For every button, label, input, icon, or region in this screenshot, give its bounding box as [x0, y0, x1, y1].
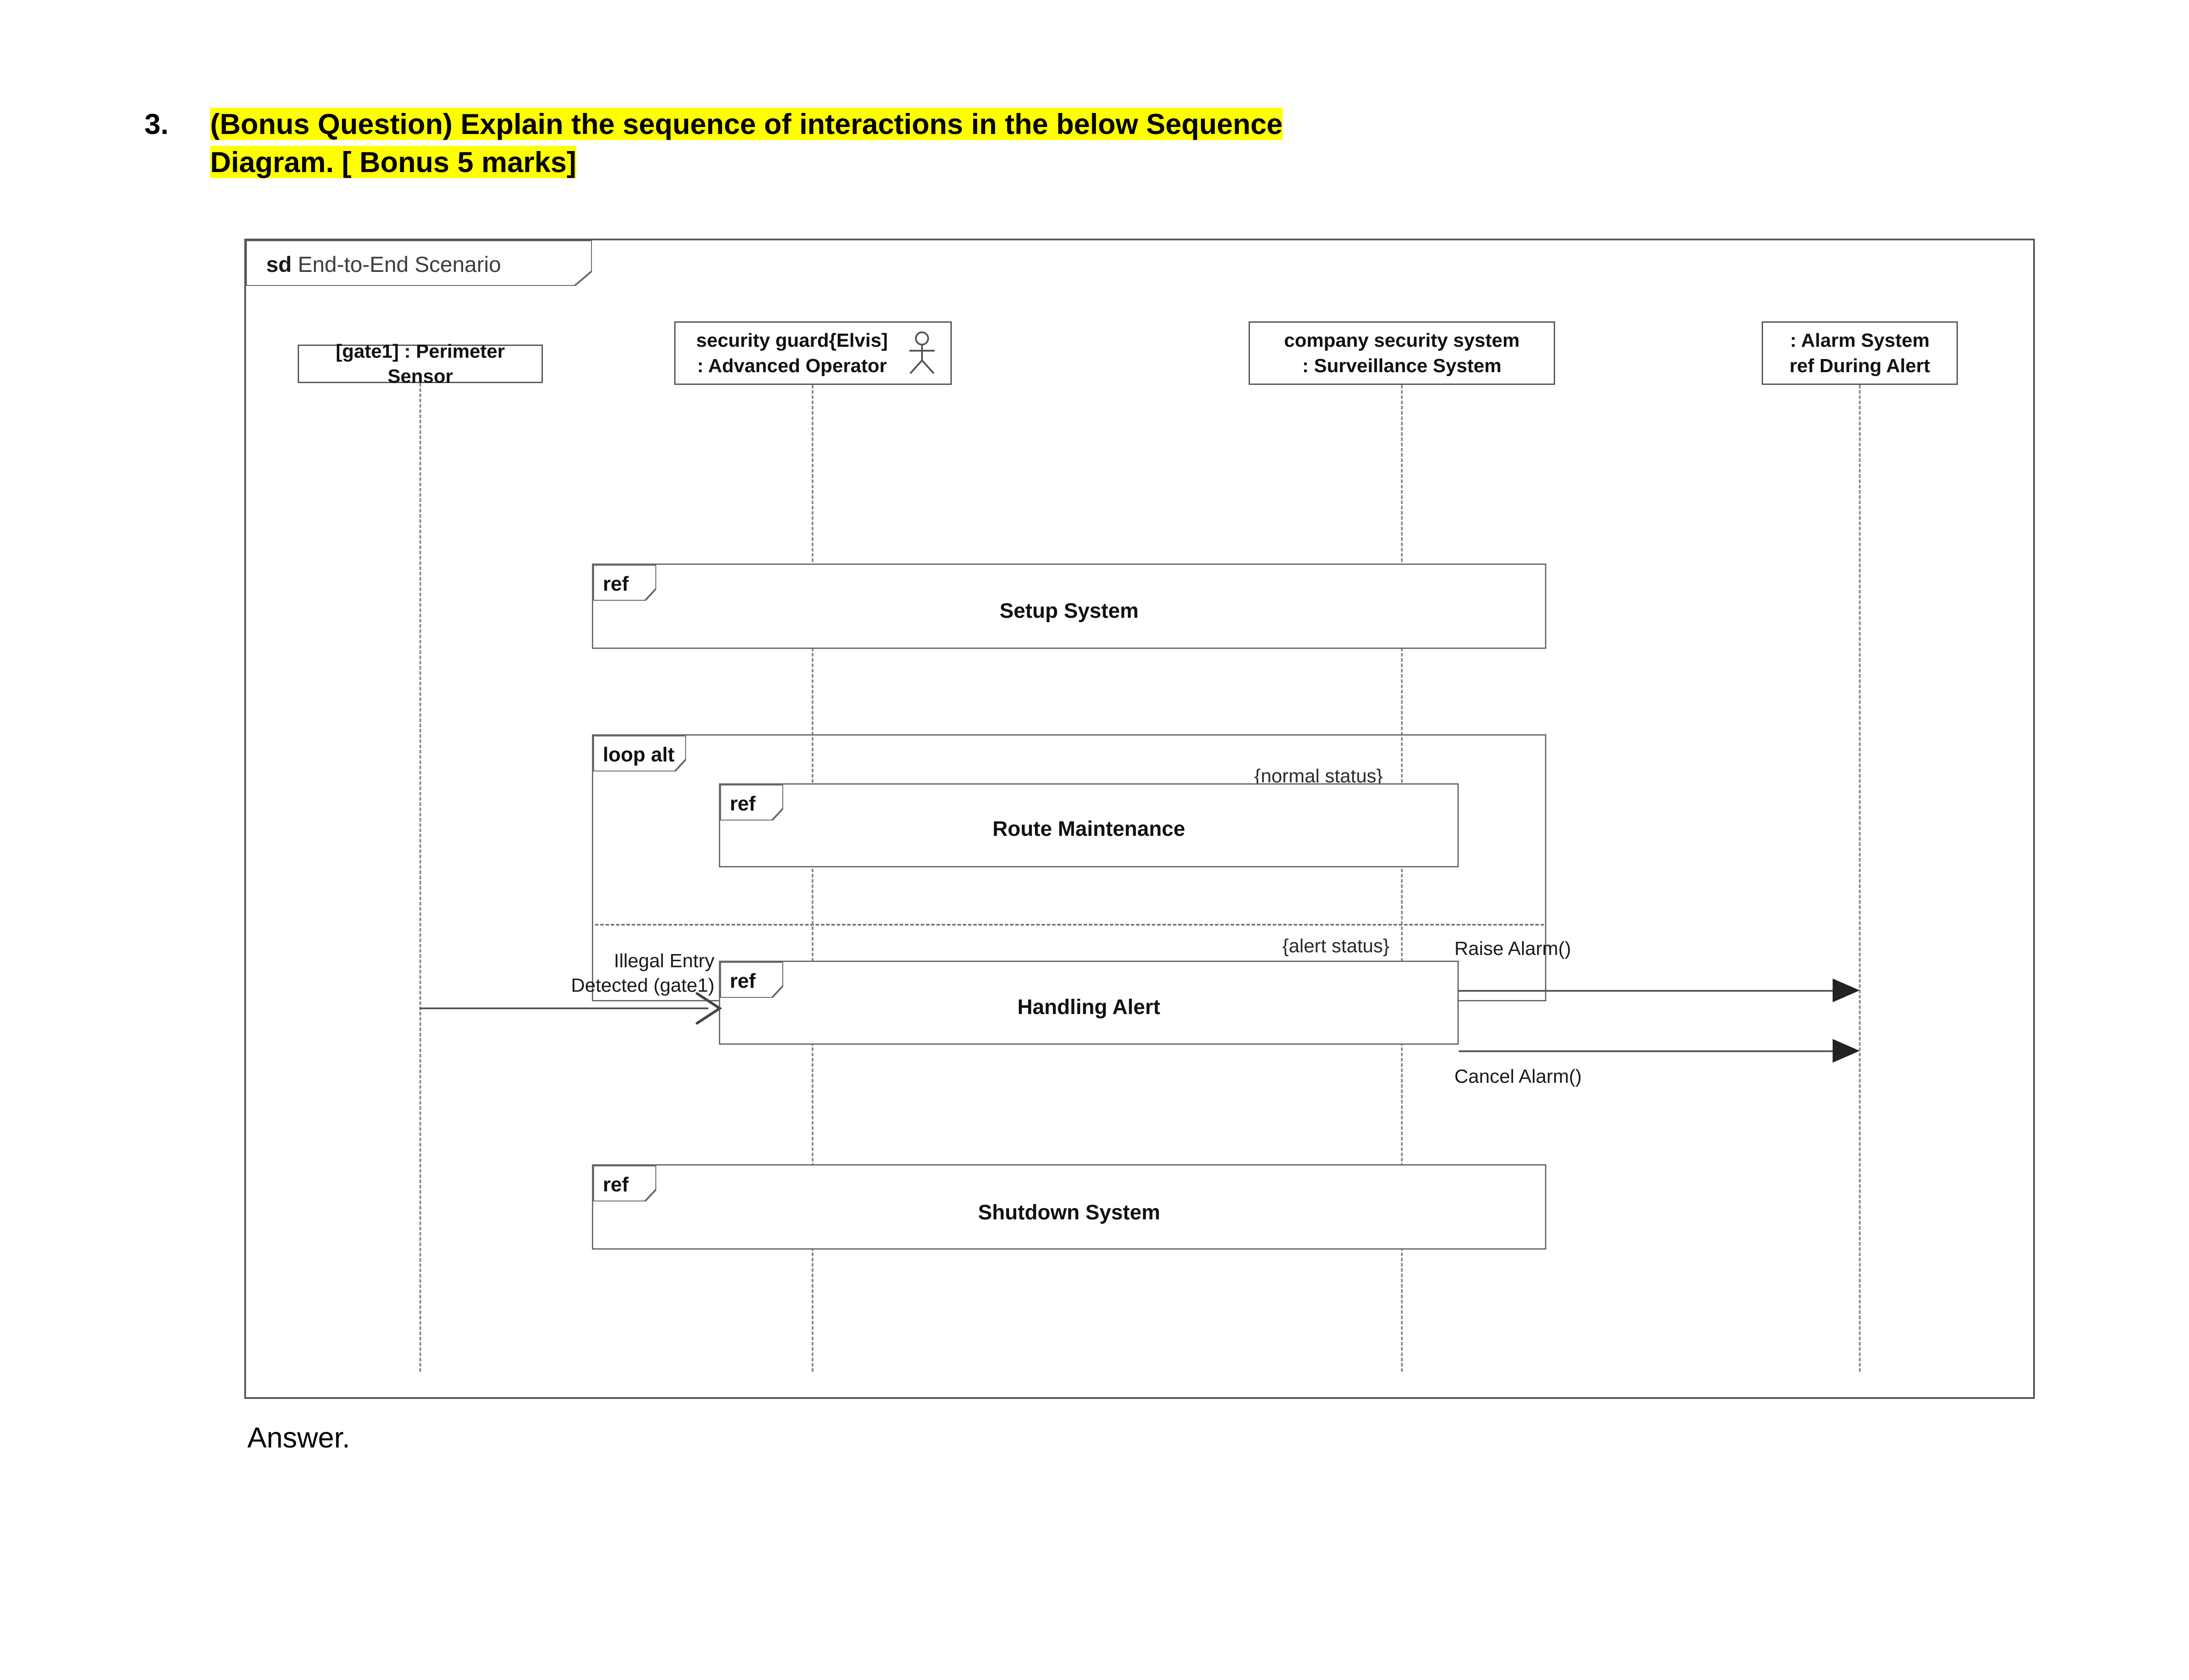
fragment-title-route-maintenance: Route Maintenance: [992, 817, 1186, 841]
question-text: (Bonus Question) Explain the sequence of…: [210, 105, 2027, 181]
message-label-cancel-alarm: Cancel Alarm(): [1454, 1066, 1582, 1087]
frame-keyword: sd: [266, 252, 292, 277]
fragment-tab-shape-handling-alert: [720, 962, 783, 998]
fragment-route-maintenance[interactable]: ref Route Maintenance: [719, 783, 1459, 867]
sequence-diagram-frame: sd End-to-End Scenario [gate1] : Perimet…: [244, 239, 2035, 1399]
lifeline-head-alarm-system[interactable]: : Alarm System ref During Alert: [1762, 321, 1958, 385]
fragment-title-handling-alert: Handling Alert: [1017, 996, 1161, 1019]
frame-tab-shape: [246, 240, 592, 286]
question-text-line1: (Bonus Question) Explain the sequence of…: [210, 108, 1283, 140]
actor-stick-figure-icon: [909, 331, 935, 374]
question-number: 3.: [144, 108, 169, 140]
lifeline-perimeter-sensor: [419, 383, 421, 1372]
fragment-shutdown-system[interactable]: ref Shutdown System: [592, 1164, 1546, 1250]
message-label-illegal-entry: Illegal Entry Detected (gate1): [571, 950, 714, 997]
alt-operand-divider: [595, 924, 1544, 926]
fragment-title-shutdown-system: Shutdown System: [978, 1201, 1161, 1224]
fragment-handling-alert[interactable]: ref Handling Alert: [719, 961, 1459, 1045]
lifeline-head-perimeter-sensor[interactable]: [gate1] : Perimeter Sensor: [298, 341, 543, 387]
fragment-tab-label-loop-alt: loop alt: [603, 743, 675, 766]
lifeline-security-guard: [812, 385, 813, 1372]
fragment-loop-alt[interactable]: loop alt {normal status} {alert status}: [592, 734, 1546, 1001]
answer-label: Answer.: [247, 1421, 350, 1454]
message-label-raise-alarm: Raise Alarm(): [1454, 938, 1571, 959]
fragment-tab-label-setup-system: ref: [603, 572, 629, 595]
lifeline-head-company-security-system[interactable]: company security system : Surveillance S…: [1249, 321, 1555, 385]
fragment-tab-shape-route-maintenance: [720, 785, 783, 821]
lifeline-company-security-system: [1401, 385, 1403, 1372]
filled-arrow-right-icon-raise-alarm: [1833, 979, 1860, 1002]
fragment-tab-shape-loop-alt: [593, 736, 686, 771]
lifeline-label-company-security-system: company security system : Surveillance S…: [1284, 330, 1520, 377]
diagram-frame-tab: sd End-to-End Scenario: [246, 240, 592, 286]
lifeline-alarm-system: [1859, 385, 1861, 1372]
guard-normal-status: {normal status}: [1254, 765, 1383, 787]
fragment-title-setup-system: Setup System: [999, 599, 1139, 623]
filled-arrow-right-icon-cancel-alarm: [1833, 1039, 1860, 1063]
fragment-tab-label-shutdown-system: ref: [603, 1173, 629, 1196]
question-line-1: 3. (Bonus Question) Explain the sequence…: [144, 105, 2027, 181]
lifeline-label-perimeter-sensor: [gate1] : Perimeter Sensor: [335, 340, 505, 387]
frame-name: End-to-End Scenario: [298, 252, 501, 277]
fragment-tab-shape-shutdown-system: [593, 1166, 656, 1201]
guard-alert-status: {alert status}: [1282, 935, 1390, 957]
fragment-setup-system[interactable]: ref Setup System: [592, 564, 1546, 649]
message-line-raise-alarm: [1459, 990, 1844, 992]
fragment-tab-shape-setup-system: [593, 565, 656, 601]
lifeline-label-alarm-system: : Alarm System ref During Alert: [1789, 330, 1930, 377]
message-line-illegal-entry: [419, 1007, 708, 1009]
fragment-tab-label-route-maintenance: ref: [730, 792, 756, 815]
question-text-line2: Diagram. [ Bonus 5 marks]: [210, 146, 577, 179]
lifeline-head-security-guard[interactable]: security guard{Elvis] : Advanced Operato…: [674, 321, 952, 385]
diagram-frame-label: sd End-to-End Scenario: [266, 252, 501, 277]
message-line-cancel-alarm: [1459, 1050, 1844, 1052]
question-block: 3. (Bonus Question) Explain the sequence…: [144, 105, 2027, 181]
fragment-tab-label-handling-alert: ref: [730, 969, 756, 992]
open-arrow-right-icon-illegal-entry: [696, 992, 722, 1025]
lifeline-label-security-guard: security guard{Elvis] : Advanced Operato…: [696, 330, 888, 377]
